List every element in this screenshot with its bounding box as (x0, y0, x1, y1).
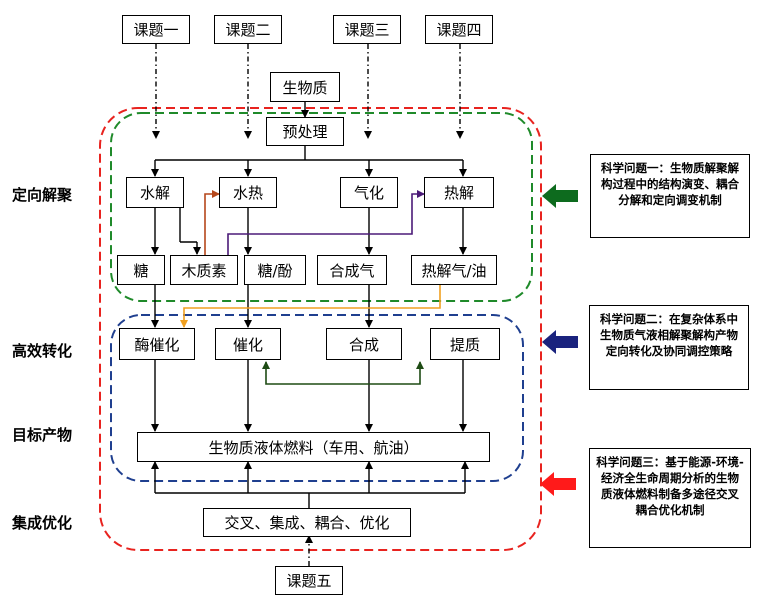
hydrolysis-node: 水解 (126, 177, 184, 208)
synthesis-node: 合成 (326, 328, 402, 360)
gasification-node: 气化 (340, 177, 398, 208)
topic-5-box: 课题五 (275, 566, 343, 595)
biomass-node: 生物质 (270, 72, 340, 102)
conversion-region-outline (110, 314, 524, 482)
arrow-q2-icon (542, 330, 578, 354)
syngas-node: 合成气 (317, 255, 387, 285)
topic-4-box: 课题四 (425, 15, 493, 44)
topic-1-box: 课题一 (122, 15, 190, 44)
lignin-node: 木质素 (170, 255, 238, 285)
topic-links (152, 44, 464, 566)
stage-label-integration: 集成优化 (12, 514, 73, 532)
lignin-to-hydrothermal-link (204, 190, 220, 258)
sugar-node: 糖 (117, 255, 165, 285)
enzyme-catalysis-node: 酶催化 (119, 328, 195, 360)
science-question-3: 科学问题三：基于能源-环境-经济全生命周期分析的生物质液体燃料制备多途径交叉耦合… (589, 448, 751, 548)
stage-label-target-product: 目标产物 (12, 426, 73, 444)
pretreatment-node: 预处理 (266, 117, 344, 146)
integration-node: 交叉、集成、耦合、优化 (203, 508, 411, 537)
hydrothermal-node: 水热 (219, 177, 277, 208)
stage-label-depolymerization: 定向解聚 (12, 186, 73, 204)
flow-links (151, 102, 469, 508)
topic-3-box: 课题三 (333, 15, 401, 44)
topic-2-box: 课题二 (214, 15, 282, 44)
lignin-to-pyrolysis-link (227, 190, 425, 258)
pyrolysis-oil-to-enzyme-link (180, 285, 441, 328)
catalysis-node: 催化 (215, 328, 281, 360)
pyrolysis-node: 热解 (424, 177, 494, 208)
science-question-2: 科学问题二：在复杂体系中生物质气液相解聚解构产物定向转化及协同调控策略 (589, 305, 749, 390)
science-question-1: 科学问题一：生物质解聚解构过程中的结构演变、耦合分解和定向调变机制 (590, 154, 750, 238)
arrow-q3-icon (540, 472, 576, 496)
arrow-q1-icon (542, 184, 578, 208)
upgrading-node: 提质 (430, 328, 500, 360)
integration-region-outline (99, 107, 542, 551)
stage-label-conversion: 高效转化 (12, 342, 73, 360)
depolymerization-region-outline (110, 112, 533, 302)
pyrolysis-gas-oil-node: 热解气/油 (411, 255, 497, 285)
catalysis-upgrading-link (262, 361, 424, 385)
liquid-fuel-node: 生物质液体燃料（车用、航油） (137, 432, 490, 462)
sugar-phenol-node: 糖/酚 (244, 255, 306, 285)
